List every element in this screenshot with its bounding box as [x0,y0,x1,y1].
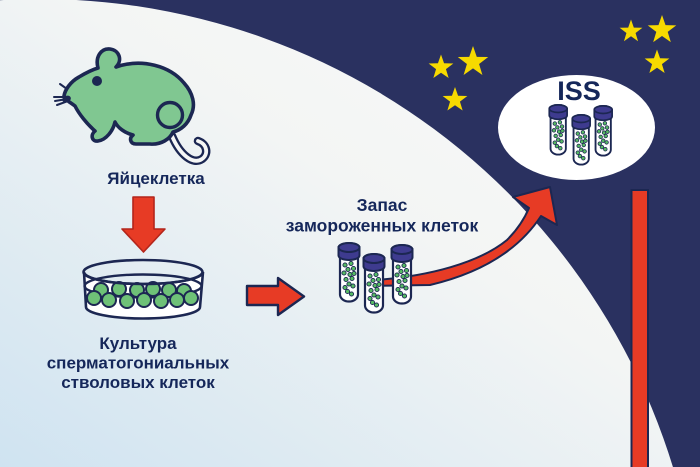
down-arrow-icon [121,196,166,253]
swoosh-arrow-icon [367,186,558,287]
stock-vial-icon [390,243,414,305]
culture-label: Культура сперматогониальных стволовых кл… [47,334,230,392]
iss-label: ISS [557,76,601,106]
petri-dish-cells [86,281,199,309]
stock-vial-icon [362,252,386,314]
mouse-whiskers [53,83,69,106]
stock-vials-group [337,241,414,314]
iss-vial-icon [593,104,614,157]
red-bar [630,189,649,467]
petri-dish-icon [82,258,205,320]
culture-label-line3: стволовых клеток [61,373,215,392]
stock-vial-icon [337,241,361,303]
stock-label: Запас замороженных клеток [286,195,479,236]
culture-label-line1: Культура [99,334,177,353]
stock-label-line1: Запас [357,195,408,215]
mouse-haunch-ring [155,100,185,130]
petri-dish-top-rim [82,258,204,286]
stock-label-line2: замороженных клеток [286,216,479,236]
right-arrow-icon [245,276,306,317]
mouse-icon [53,47,211,165]
egg-cell-label: Яйцеклетка [107,169,205,188]
mouse-body [62,47,196,146]
mouse-eye [92,76,102,86]
iss-vial-icon [548,103,569,156]
culture-label-line2: сперматогониальных [47,354,230,373]
mouse-tail-inner [170,134,209,163]
iss-vial-icon [571,113,592,166]
